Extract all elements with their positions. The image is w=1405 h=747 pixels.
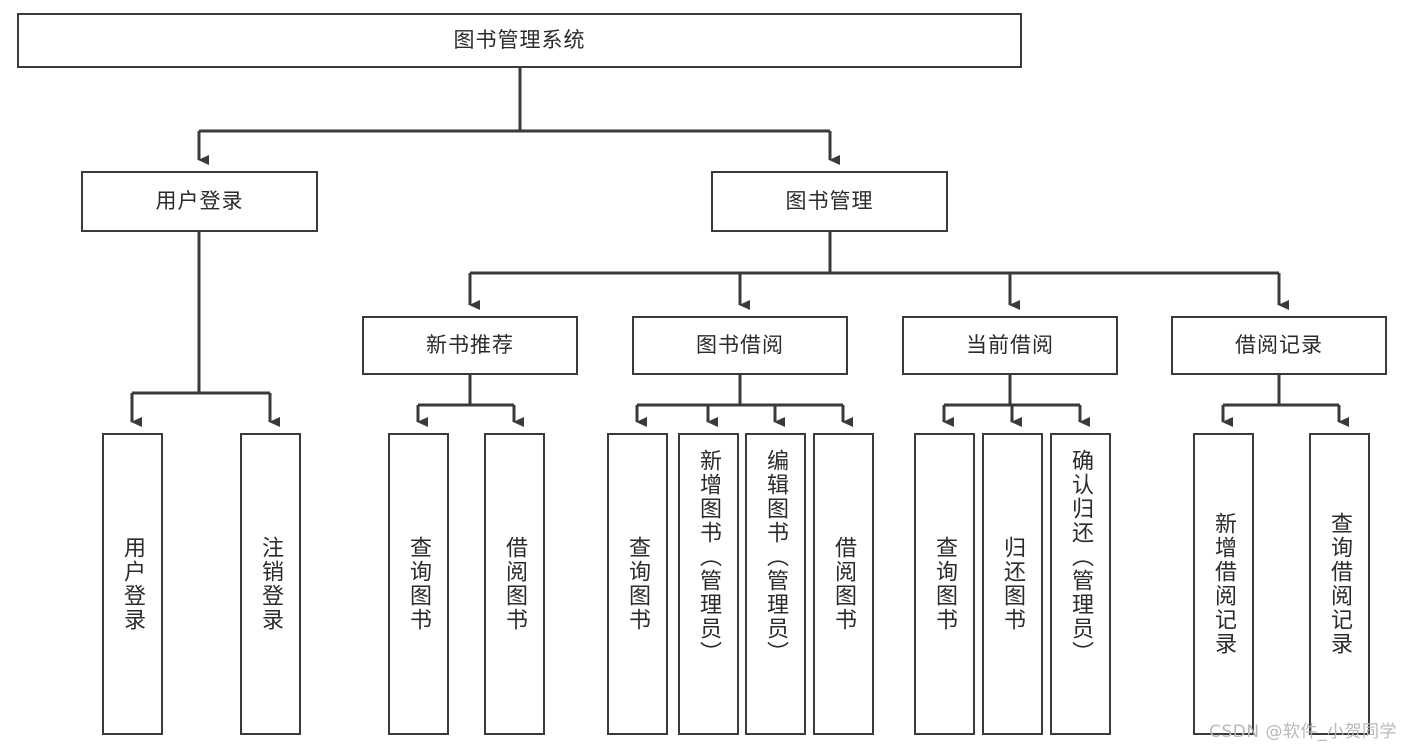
leaf-current-borrow-return-label: 归还图书 — [1000, 536, 1026, 632]
borrow-record-connectors — [1221, 375, 1349, 427]
leaf-user-login-signout[interactable]: 注销登录 — [240, 433, 301, 735]
node-book-management[interactable]: 图书管理 — [711, 171, 948, 232]
leaf-new-book-borrow-label: 借阅图书 — [502, 536, 528, 632]
leaf-book-borrow-lend[interactable]: 借阅图书 — [813, 433, 874, 735]
node-book-borrow-label: 图书借阅 — [696, 333, 784, 358]
node-root-system[interactable]: 图书管理系统 — [17, 13, 1022, 68]
new-book-connectors — [416, 375, 524, 427]
node-borrow-record[interactable]: 借阅记录 — [1171, 316, 1387, 375]
current-borrow-connectors — [942, 375, 1090, 427]
leaf-current-borrow-query[interactable]: 查询图书 — [914, 433, 975, 735]
leaf-current-borrow-return[interactable]: 归还图书 — [982, 433, 1043, 735]
node-book-management-label: 图书管理 — [785, 189, 874, 214]
leaf-book-borrow-query[interactable]: 查询图书 — [607, 433, 668, 735]
leaf-new-book-borrow[interactable]: 借阅图书 — [484, 433, 545, 735]
leaf-book-borrow-lend-label: 借阅图书 — [831, 536, 857, 632]
leaf-current-borrow-query-label: 查询图书 — [932, 536, 958, 632]
node-book-borrow[interactable]: 图书借阅 — [632, 316, 848, 375]
node-new-book-recommend[interactable]: 新书推荐 — [362, 316, 578, 375]
leaf-book-borrow-query-label: 查询图书 — [625, 536, 651, 632]
leaf-user-login-signout-label: 注销登录 — [258, 536, 284, 632]
user-login-connectors — [130, 232, 280, 427]
leaf-user-login-signin[interactable]: 用户登录 — [102, 433, 163, 735]
leaf-book-borrow-add[interactable]: 新增图书（管理员） — [678, 433, 739, 735]
leaf-borrow-record-query[interactable]: 查询借阅记录 — [1309, 433, 1370, 735]
leaf-book-borrow-edit-label: 编辑图书（管理员） — [763, 449, 789, 665]
leaf-borrow-record-add-label: 新增借阅记录 — [1211, 512, 1237, 656]
node-user-login[interactable]: 用户登录 — [81, 171, 318, 232]
node-root-system-label: 图书管理系统 — [453, 28, 586, 53]
leaf-book-borrow-edit[interactable]: 编辑图书（管理员） — [745, 433, 806, 735]
leaf-borrow-record-add[interactable]: 新增借阅记录 — [1193, 433, 1254, 735]
node-new-book-recommend-label: 新书推荐 — [426, 333, 514, 358]
leaf-new-book-query[interactable]: 查询图书 — [388, 433, 449, 735]
node-current-borrow-label: 当前借阅 — [966, 333, 1054, 358]
leaf-book-borrow-add-label: 新增图书（管理员） — [696, 449, 722, 665]
book-borrow-connectors — [635, 375, 853, 427]
node-user-login-label: 用户登录 — [155, 189, 244, 214]
node-borrow-record-label: 借阅记录 — [1235, 333, 1323, 358]
leaf-current-borrow-confirm[interactable]: 确认归还（管理员） — [1050, 433, 1111, 735]
book-management-connectors — [468, 232, 1289, 310]
leaf-borrow-record-query-label: 查询借阅记录 — [1327, 512, 1353, 656]
leaf-current-borrow-confirm-label: 确认归还（管理员） — [1068, 449, 1094, 665]
leaf-new-book-query-label: 查询图书 — [406, 536, 432, 632]
leaf-user-login-signin-label: 用户登录 — [120, 536, 146, 632]
node-current-borrow[interactable]: 当前借阅 — [902, 316, 1118, 375]
root-connectors — [197, 68, 840, 165]
